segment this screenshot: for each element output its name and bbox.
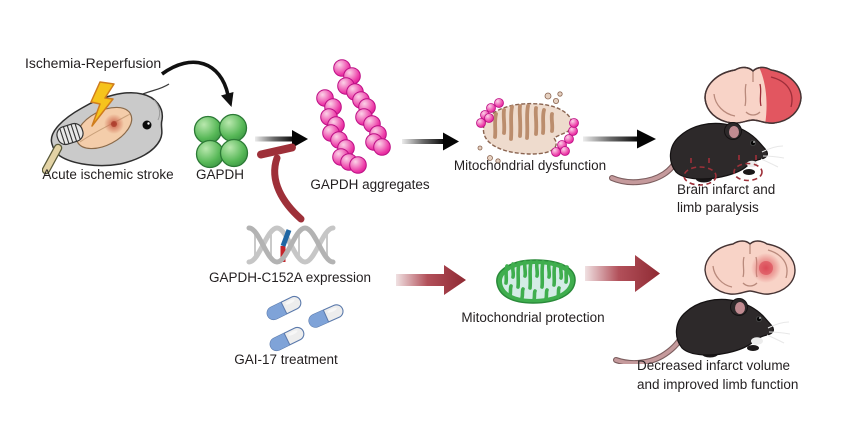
protection-to-outcome-arrow [585,255,660,292]
infarct-brain-icon [704,66,802,124]
decreased-infarct-label-line1: Decreased infarct volume [637,358,791,373]
aggregates-to-dysfunction-arrow [402,132,459,151]
dna-helix-icon [246,225,336,265]
gapdh-aggregates-label: GAPDH aggregates [310,177,430,192]
reduced-infarct-brain-icon [704,240,796,295]
dysfunctional-mitochondria-icon [476,91,579,164]
gapdh-aggregates-icon [316,59,391,174]
treatment-to-protection-arrow [396,265,466,295]
gai-17-treatment-label: GAI-17 treatment [234,352,338,367]
decreased-infarct-label-line2: and improved limb function [637,377,799,392]
mitochondrial-dysfunction-label: Mitochondrial dysfunction [453,158,607,173]
mitochondrial-protection-label: Mitochondrial protection [461,310,605,325]
brain-infarct-label-line1: Brain infarct and [677,182,776,197]
capsule-icons [264,293,346,354]
acute-ischemic-stroke-label: Acute ischemic stroke [42,167,174,182]
ischemia-reperfusion-label: Ischemia-Reperfusion [25,55,162,71]
stroke-mouse-icon [42,81,170,175]
recovered-mouse-icon [613,298,791,364]
dysfunction-to-outcome-arrow [583,129,656,149]
ischemia-to-gapdh-arrow [160,60,234,107]
lightning-bolt-icon [90,81,115,127]
gapdh-to-aggregates-arrow [255,130,308,148]
inhibition-arrow [257,143,305,223]
gapdh-tetramer-icon [193,113,249,169]
gapdh-c152a-expression-label: GAPDH-C152A expression [208,270,372,285]
brain-infarct-label-line2: limb paralysis [677,200,759,215]
gapdh-label: GAPDH [195,167,245,182]
paralyzed-mouse-icon [609,122,785,186]
healthy-mitochondria-icon [496,259,576,304]
